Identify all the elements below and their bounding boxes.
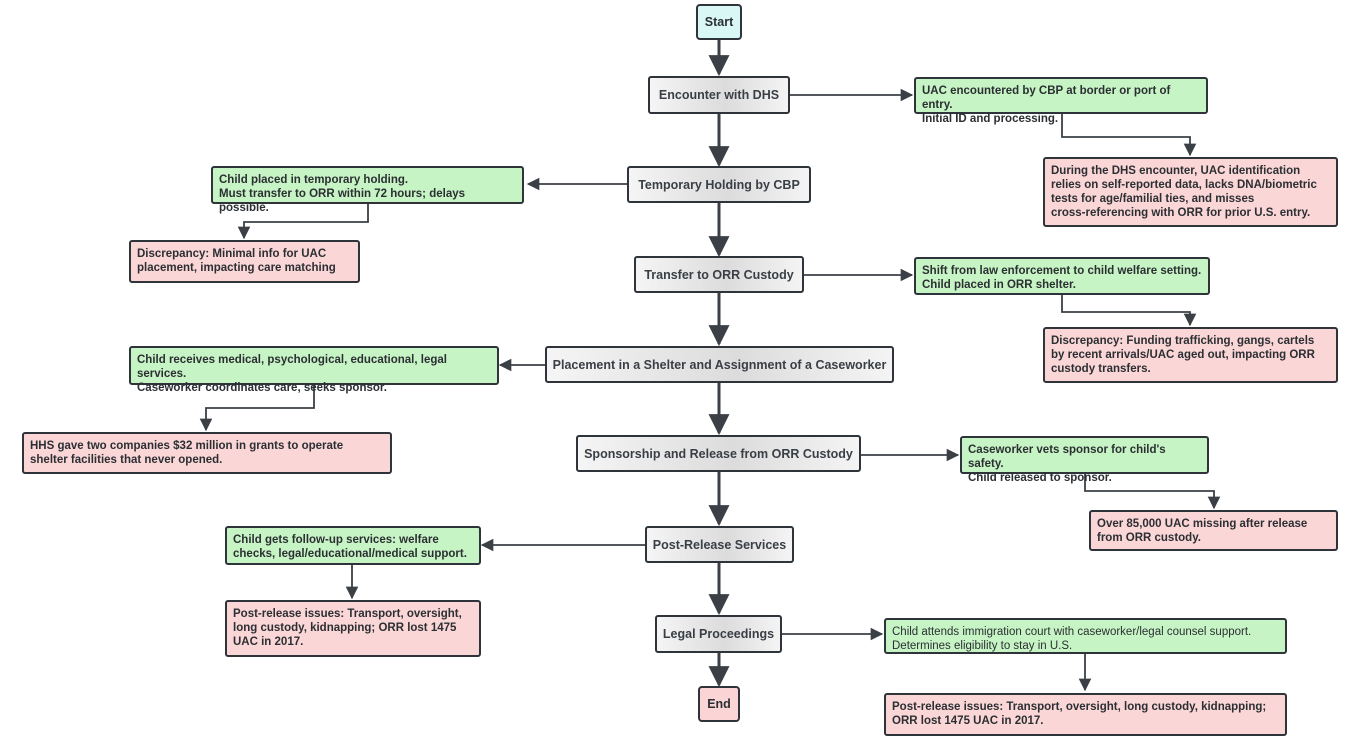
note-line: UAC in 2017. bbox=[233, 636, 304, 648]
step-legal-proceedings: Legal Proceedings bbox=[655, 615, 782, 653]
postrelease-issue-note: Post-release issues: Transport, oversigh… bbox=[225, 600, 481, 657]
arrow-placement-issue bbox=[199, 385, 315, 432]
note-line: relies on self-reported data, lacks DNA/… bbox=[1051, 179, 1317, 191]
note-line: Post-release issues: Transport, oversigh… bbox=[892, 701, 1267, 713]
step-transfer-to-orr: Transfer to ORR Custody bbox=[634, 256, 804, 293]
note-line: custody transfers. bbox=[1051, 363, 1151, 375]
step-shelter-placement: Placement in a Shelter and Assignment of… bbox=[545, 346, 894, 383]
note-line: cross-referencing with ORR for prior U.S… bbox=[1051, 207, 1311, 219]
note-line: During the DHS encounter, UAC identifica… bbox=[1051, 165, 1301, 177]
arrow-transfer-issue bbox=[1061, 294, 1197, 327]
note-line: Caseworker vets sponsor for child's safe… bbox=[968, 444, 1166, 470]
note-line: Shift from law enforcement to child welf… bbox=[922, 265, 1202, 277]
step-label: Encounter with DHS bbox=[658, 88, 780, 102]
arrow-encounter-issue bbox=[1061, 114, 1197, 157]
note-line: Child gets follow-up services: welfare bbox=[233, 534, 439, 546]
note-line: placement, impacting care matching bbox=[137, 262, 336, 274]
note-line: Determines eligibility to stay in U.S. bbox=[892, 640, 1073, 652]
arrow-sponsorship-issue bbox=[1084, 474, 1221, 510]
note-line: Caseworker coordinates care, seeks spons… bbox=[137, 382, 387, 394]
transfer-info-note: Shift from law enforcement to child welf… bbox=[914, 257, 1210, 295]
encounter-issue-note: During the DHS encounter, UAC identifica… bbox=[1043, 157, 1338, 227]
note-line: Child placed in ORR shelter. bbox=[922, 279, 1077, 291]
note-line: long custody, kidnapping; ORR lost 1475 bbox=[233, 622, 457, 634]
step-post-release-services: Post-Release Services bbox=[645, 526, 794, 563]
encounter-info-note: UAC encountered by CBP at border or port… bbox=[914, 77, 1208, 125]
note-line: tests for age/familial ties, and misses bbox=[1051, 193, 1255, 205]
step-label: Temporary Holding by CBP bbox=[638, 177, 800, 192]
note-line: Over 85,000 UAC missing after release bbox=[1097, 518, 1308, 530]
note-line: Discrepancy: Funding trafficking, gangs,… bbox=[1051, 335, 1315, 347]
holding-info-note: Child placed in temporary holding. Must … bbox=[211, 166, 524, 214]
note-line: by recent arrivals/UAC aged out, impacti… bbox=[1051, 349, 1315, 361]
note-line: shelter facilities that never opened. bbox=[30, 454, 223, 466]
end-node: End bbox=[698, 686, 740, 722]
transfer-issue-note: Discrepancy: Funding trafficking, gangs,… bbox=[1043, 327, 1338, 383]
postrelease-info-note: Child gets follow-up services: welfare c… bbox=[225, 526, 481, 565]
note-line: UAC encountered by CBP at border or port… bbox=[922, 85, 1171, 111]
legal-info-note: Child attends immigration court with cas… bbox=[884, 618, 1287, 654]
step-label: Post-Release Services bbox=[652, 537, 787, 552]
start-label: Start bbox=[704, 15, 734, 29]
note-line: Post-release issues: Transport, oversigh… bbox=[233, 608, 462, 620]
note-line: Must transfer to ORR within 72 hours; de… bbox=[219, 188, 466, 214]
step-label: Sponsorship and Release from ORR Custody bbox=[584, 446, 853, 461]
note-line: Child released to sponsor. bbox=[968, 472, 1112, 484]
arrow-holding-issue bbox=[237, 204, 369, 240]
step-label: Legal Proceedings bbox=[662, 627, 775, 641]
start-node: Start bbox=[696, 4, 742, 40]
note-line: ORR lost 1475 UAC in 2017. bbox=[892, 715, 1044, 727]
sponsorship-info-note: Caseworker vets sponsor for child's safe… bbox=[960, 436, 1209, 484]
note-line: Child receives medical, psychological, e… bbox=[137, 354, 447, 380]
note-line: Discrepancy: Minimal info for UAC bbox=[137, 248, 327, 260]
sponsorship-issue-note: Over 85,000 UAC missing after release fr… bbox=[1089, 510, 1338, 551]
note-line: checks, legal/educational/medical suppor… bbox=[233, 548, 467, 560]
end-label: End bbox=[707, 697, 731, 711]
step-label: Transfer to ORR Custody bbox=[644, 267, 794, 282]
legal-issue-note: Post-release issues: Transport, oversigh… bbox=[884, 693, 1287, 736]
note-line: Child attends immigration court with cas… bbox=[892, 626, 1252, 638]
note-line: Initial ID and processing. bbox=[922, 113, 1059, 125]
holding-issue-note: Discrepancy: Minimal info for UAC placem… bbox=[129, 240, 360, 283]
step-sponsorship-release: Sponsorship and Release from ORR Custody bbox=[576, 435, 861, 472]
step-temporary-holding: Temporary Holding by CBP bbox=[627, 166, 811, 203]
note-line: from ORR custody. bbox=[1097, 532, 1201, 544]
placement-info-note: Child receives medical, psychological, e… bbox=[129, 346, 499, 394]
note-line: HHS gave two companies $32 million in gr… bbox=[30, 440, 344, 452]
placement-issue-note: HHS gave two companies $32 million in gr… bbox=[22, 432, 392, 474]
step-label: Placement in a Shelter and Assignment of… bbox=[552, 357, 887, 372]
step-encounter-with-dhs: Encounter with DHS bbox=[648, 76, 790, 114]
note-line: Child placed in temporary holding. bbox=[219, 174, 409, 186]
